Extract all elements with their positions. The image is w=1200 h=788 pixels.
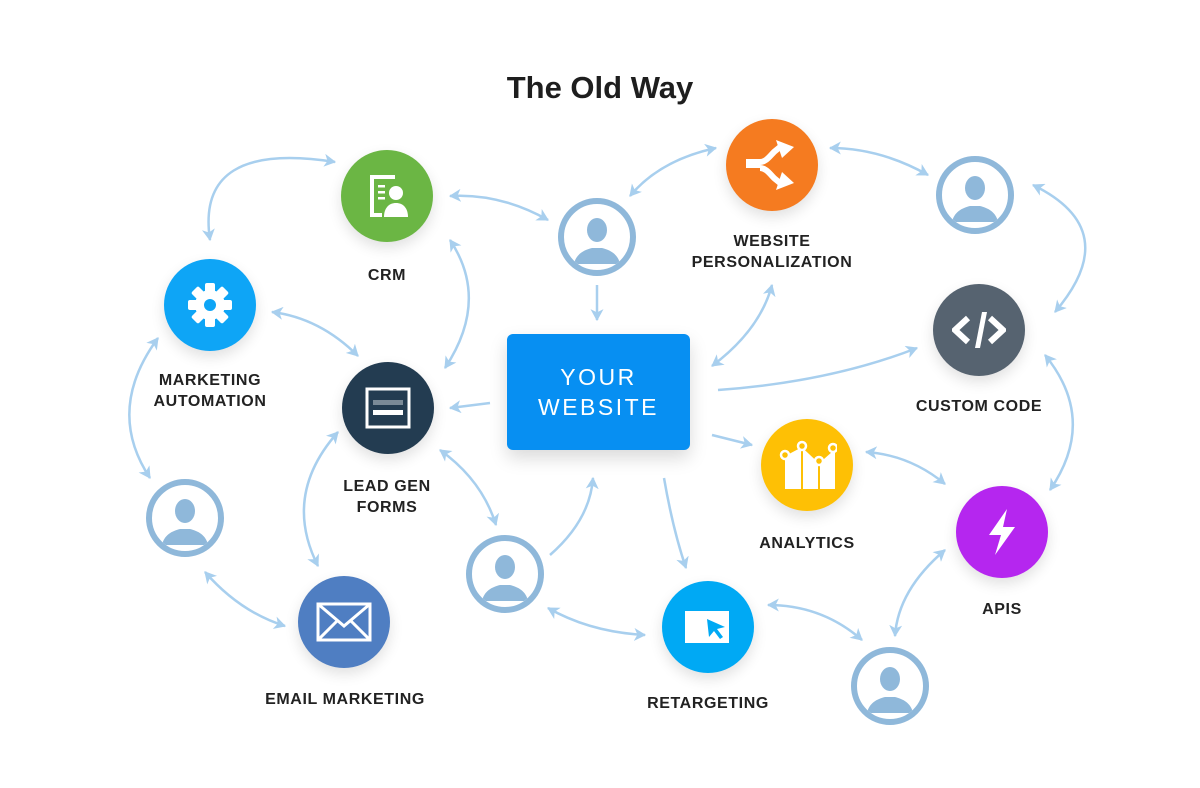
crm-node[interactable] (341, 150, 433, 242)
contact-card-icon (370, 175, 408, 217)
cursor-icon (685, 611, 729, 643)
user-avatar (851, 647, 929, 725)
website-personalization-label: WEBSITE PERSONALIZATION (652, 231, 892, 273)
bidirectional-arrow (889, 549, 946, 638)
bidirectional-arrow (1044, 354, 1075, 491)
custom-code-label: CUSTOM CODE (915, 398, 1043, 415)
bidirectional-arrow (828, 141, 929, 177)
label-line2: FORMS (356, 499, 418, 516)
website-line1: YOUR (560, 364, 637, 390)
split-arrows-icon (746, 140, 794, 190)
bidirectional-arrow (270, 306, 359, 357)
person-icon (952, 176, 998, 222)
lead-gen-label: LEAD GEN FORMS (267, 476, 507, 518)
user-avatar (466, 535, 544, 613)
bidirectional-arrow (204, 571, 287, 629)
bidirectional-arrow (1032, 183, 1087, 313)
your-website-box[interactable]: YOUR WEBSITE (507, 334, 690, 450)
marketing-automation-label: MARKETING AUTOMATION (90, 370, 330, 412)
website-line2: WEBSITE (537, 394, 659, 420)
arrow (711, 433, 754, 449)
arrow (448, 400, 491, 414)
analytics-label: ANALYTICS (759, 535, 855, 552)
person-icon (162, 499, 208, 545)
marketing-automation-node[interactable] (164, 259, 256, 351)
code-icon (952, 312, 1006, 348)
apis-label: APIS (982, 601, 1022, 618)
bidirectional-arrow (711, 283, 776, 367)
form-icon (365, 387, 411, 429)
retargeting-label: RETARGETING (647, 695, 769, 712)
bidirectional-arrow (128, 337, 160, 479)
user-avatar (936, 156, 1014, 234)
gear-icon (188, 283, 232, 327)
bidirectional-arrow (629, 143, 718, 197)
custom-code-node[interactable] (933, 284, 1025, 376)
retargeting-node[interactable] (662, 581, 754, 673)
email-marketing-label: EMAIL MARKETING (265, 691, 425, 708)
lead-gen-forms-node[interactable] (342, 362, 434, 454)
label-line2: AUTOMATION (153, 393, 267, 410)
user-avatar (558, 198, 636, 276)
label-line1: WEBSITE (733, 233, 811, 250)
analytics-node[interactable] (761, 419, 853, 511)
website-personalization-node[interactable] (726, 119, 818, 211)
apis-node[interactable] (956, 486, 1048, 578)
envelope-icon (316, 602, 372, 642)
lightning-icon (989, 509, 1015, 555)
bidirectional-arrow (547, 606, 647, 641)
user-avatar (146, 479, 224, 557)
label-line1: LEAD GEN (343, 478, 431, 495)
person-icon (574, 218, 620, 264)
chart-icon (779, 440, 837, 489)
person-icon (867, 667, 913, 713)
person-icon (482, 555, 528, 601)
label-line1: MARKETING (158, 372, 262, 389)
arrow (717, 345, 919, 392)
bidirectional-arrow (439, 448, 499, 527)
arrow (662, 477, 689, 570)
bidirectional-arrow (302, 431, 339, 567)
email-marketing-node[interactable] (298, 576, 390, 668)
bidirectional-arrow (448, 188, 549, 222)
diagram-title: The Old Way (506, 70, 694, 105)
label-line2: PERSONALIZATION (691, 254, 853, 271)
arrow (549, 476, 599, 556)
bidirectional-arrow (201, 153, 337, 242)
bidirectional-arrow (766, 598, 863, 641)
bidirectional-arrow (443, 239, 471, 369)
crm-label: CRM (367, 267, 407, 284)
bidirectional-arrow (864, 446, 946, 485)
